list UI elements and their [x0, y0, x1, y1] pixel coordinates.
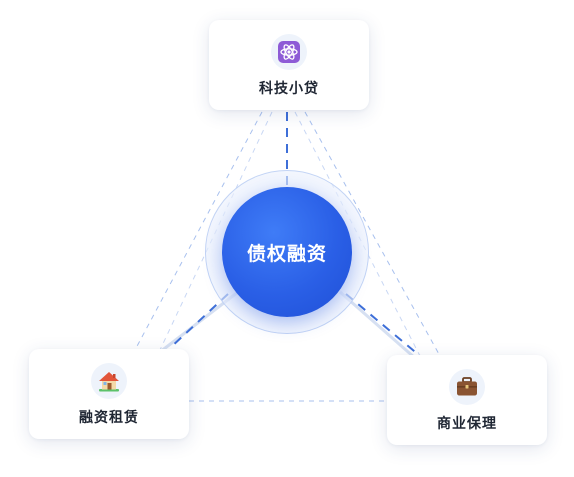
- outline-edge-top-left-a: [134, 111, 263, 351]
- node-icon-badge: [91, 363, 127, 399]
- connector-right: [345, 293, 421, 357]
- node-label-left: 融资租赁: [79, 410, 139, 426]
- node-icon-badge: [271, 34, 307, 70]
- hub-circle[interactable]: 债权融资: [222, 187, 352, 317]
- connector-left: [169, 293, 229, 349]
- node-card-top[interactable]: 科技小贷: [209, 20, 369, 110]
- outline-edge-top-right-a: [304, 111, 441, 357]
- node-icon-badge: [449, 369, 485, 405]
- hub-label: 债权融资: [246, 242, 327, 265]
- node-card-left[interactable]: 融资租赁: [29, 349, 189, 439]
- node-label-top: 科技小贷: [259, 81, 319, 97]
- node-card-right[interactable]: 商业保理: [387, 355, 547, 445]
- atom-icon: [278, 41, 300, 63]
- node-label-right: 商业保理: [437, 416, 497, 432]
- house-icon: [99, 372, 119, 392]
- briefcase-icon: [457, 377, 477, 396]
- spoke-right-solid: [339, 290, 416, 360]
